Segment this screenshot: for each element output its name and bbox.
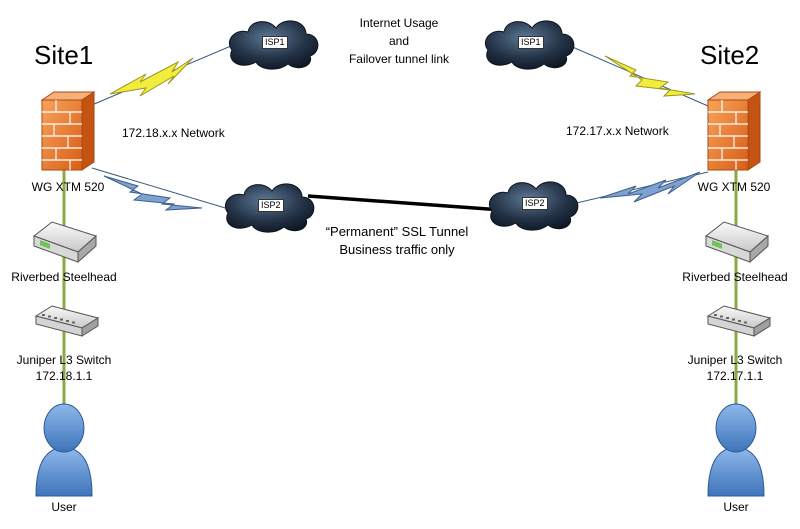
left-isp1-label: ISP1: [262, 36, 288, 49]
site1-title: Site1: [34, 40, 94, 70]
left-user-icon: [35, 403, 93, 497]
left-isp1-lightning: [109, 57, 194, 97]
left-isp2-line: [91, 167, 233, 211]
left-firewall-label: WG XTM 520: [31, 180, 105, 194]
right-user-icon: [707, 403, 765, 497]
right-steelhead-icon: [704, 221, 769, 264]
site2-title: Site2: [700, 40, 760, 70]
internet-note-line1: Internet Usage: [359, 16, 439, 30]
left-isp2-label: ISP2: [258, 199, 284, 212]
right-network-label: 172.17.x.x Network: [566, 124, 669, 138]
left-switch-ip: 172.18.1.1: [35, 369, 93, 383]
right-switch-icon: [706, 305, 772, 337]
internet-note-line3: Failover tunnel link: [348, 52, 450, 66]
right-isp1-lightning: [604, 55, 696, 97]
right-steelhead-label: Riverbed Steelhead: [682, 270, 788, 284]
right-isp1-label: ISP1: [518, 36, 544, 49]
tunnel-note-line1: “Permanent” SSL Tunnel: [325, 224, 469, 239]
right-isp2-label: ISP2: [522, 197, 548, 210]
left-isp2-lightning: [103, 175, 203, 211]
right-switch-label: Juniper L3 Switch: [687, 353, 783, 367]
left-steelhead-label: Riverbed Steelhead: [11, 270, 117, 284]
tunnel-note-line2: Business traffic only: [339, 242, 455, 257]
right-switch-ip: 172.17.1.1: [706, 369, 764, 383]
left-switch-label: Juniper L3 Switch: [16, 353, 112, 367]
left-user-label: User: [51, 500, 77, 514]
right-firewall-icon: [706, 91, 762, 171]
right-firewall-label: WG XTM 520: [697, 180, 771, 194]
left-switch-icon: [34, 305, 100, 337]
right-user-label: User: [723, 500, 749, 514]
left-firewall-icon: [40, 91, 96, 171]
right-isp1-line: [567, 44, 709, 107]
internet-note-line2: and: [388, 34, 410, 48]
left-steelhead-icon: [32, 221, 97, 264]
ssl-tunnel-line: [307, 194, 503, 212]
right-isp2-lightning: [599, 171, 701, 203]
left-network-label: 172.18.x.x Network: [122, 126, 225, 140]
